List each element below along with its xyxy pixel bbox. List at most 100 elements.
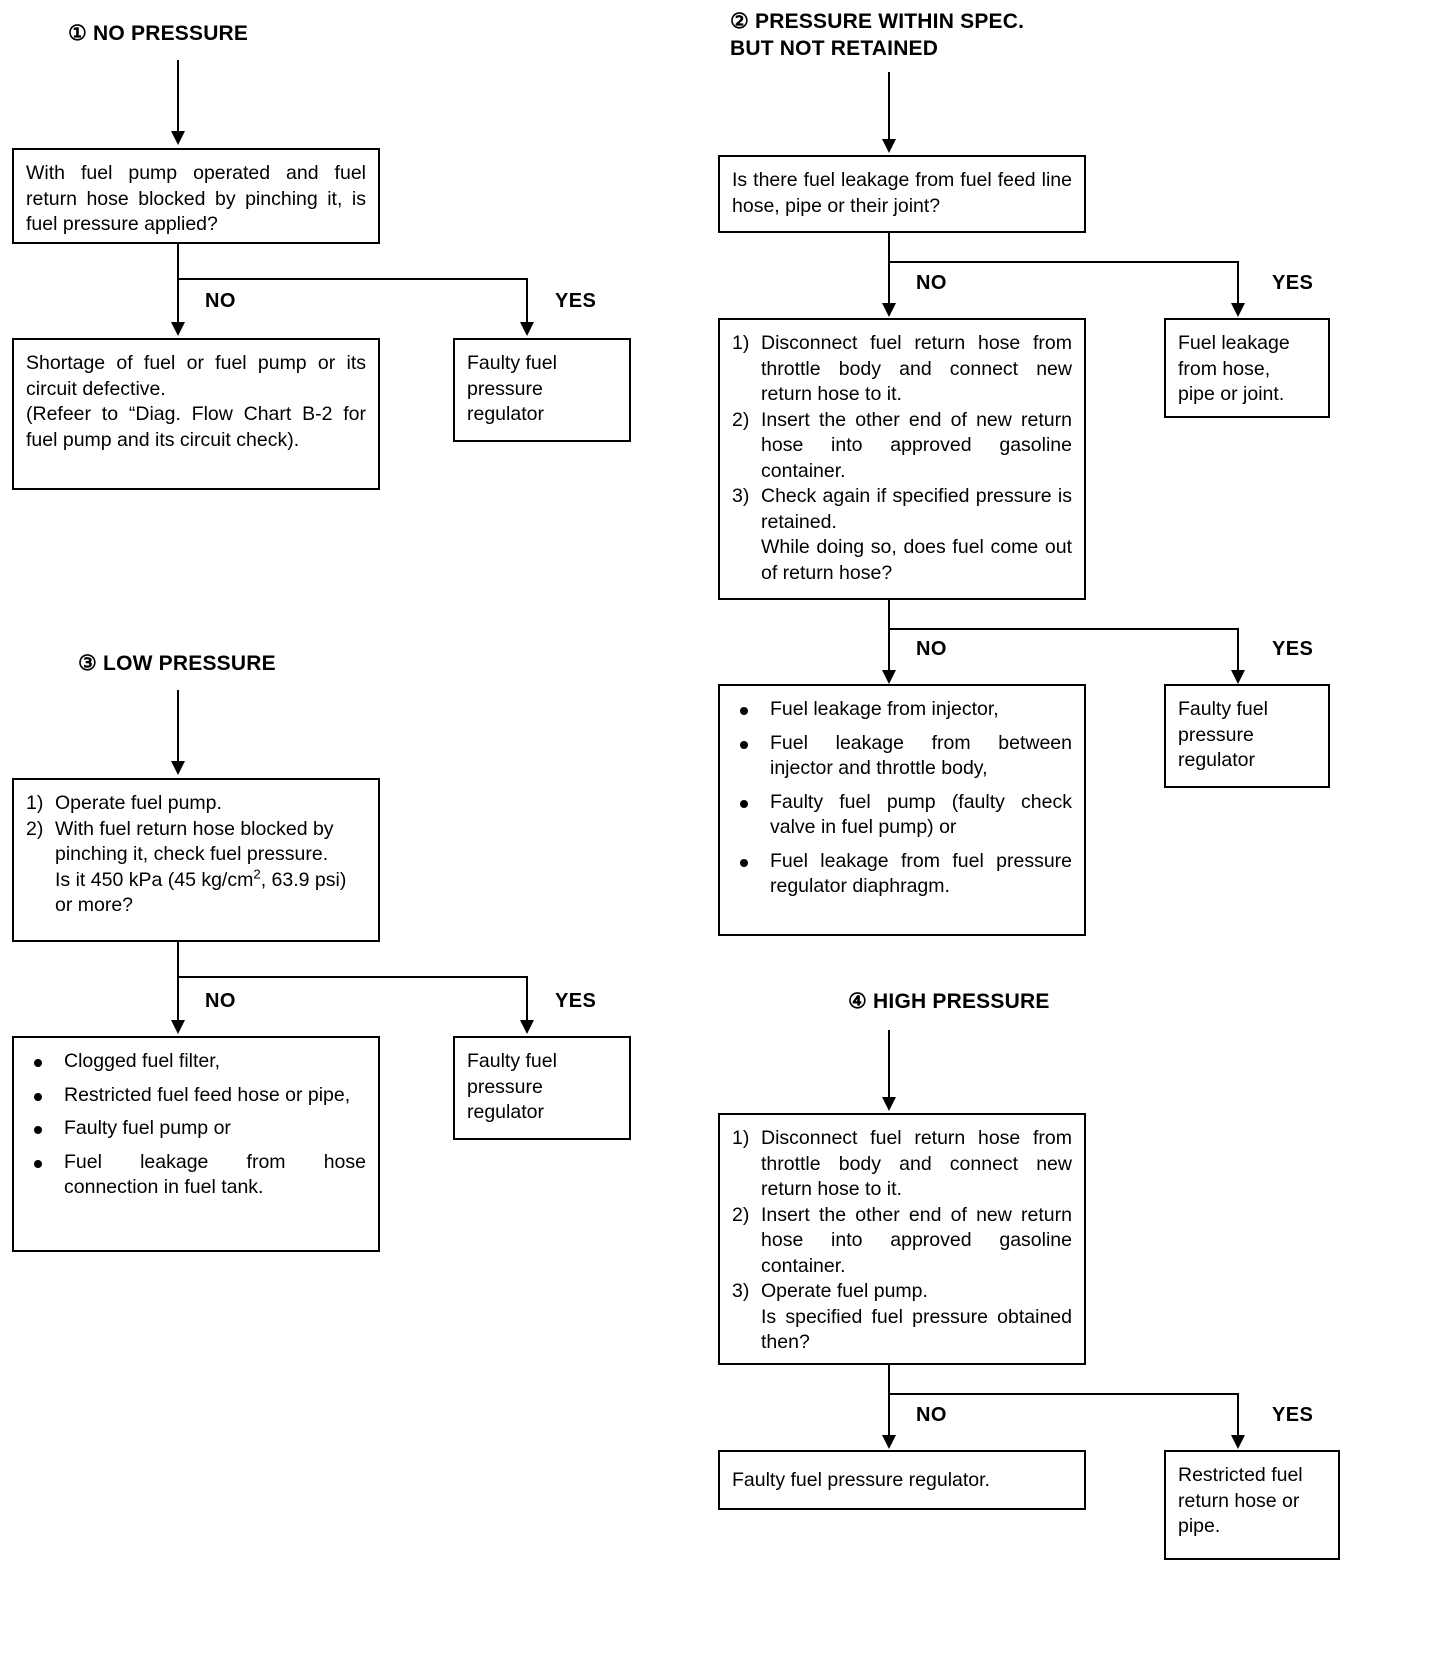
box-s2-no-result: Fuel leakage from injector, Fuel leakage… — [718, 684, 1086, 936]
box-s2-question: Is there fuel leakage from fuel feed lin… — [718, 155, 1086, 233]
list-item-text: Fuel leakage from hose connection in fue… — [64, 1150, 366, 1199]
box-s4-yes-result: Restricted fuel return hose or pipe. — [1164, 1450, 1340, 1560]
branch-label-s2b-no: NO — [916, 638, 947, 660]
box-s2-question-text: Is there fuel leakage from fuel feed lin… — [732, 169, 1072, 217]
section-heading-no-pressure: ① NO PRESSURE — [68, 22, 249, 45]
box-s1-question: With fuel pump operated and fuel return … — [12, 148, 380, 244]
step-number: 1) — [732, 332, 750, 354]
list-item: 1) Operate fuel pump. — [26, 791, 366, 817]
list-item: Faulty fuel pump or — [26, 1116, 366, 1142]
bullet-icon — [34, 1059, 42, 1067]
list-item-text: Faulty fuel pump (faulty check valve in … — [770, 790, 1072, 839]
box-s1-question-text: With fuel pump operated and fuel return … — [26, 162, 366, 235]
step-number: 3) — [732, 485, 750, 507]
step-number: 2) — [26, 817, 44, 840]
connector-s4-stem — [888, 1365, 890, 1395]
pressure-spec-exponent: 2 — [253, 866, 261, 881]
box-s4-no-result: Faulty fuel pressure regulator. — [718, 1450, 1086, 1510]
box-s3-yes-result: Faulty fuel pressure regulator — [453, 1036, 631, 1140]
branch-label-s2-yes: YES — [1272, 272, 1314, 294]
step-number: 1) — [26, 792, 44, 814]
connector-s3-stem — [177, 942, 179, 978]
bullet-icon — [34, 1126, 42, 1134]
arrowhead-s1-yes — [520, 322, 534, 336]
list-item: 3) Operate fuel pump. Is specified fuel … — [732, 1279, 1072, 1356]
step-number: 2) — [732, 408, 750, 431]
list-item: Fuel leakage from fuel pressure regulato… — [732, 849, 1072, 900]
arrowhead-s4-head — [882, 1097, 896, 1111]
box-s2-result-yes-text: Faulty fuel pressure regulator — [1178, 698, 1268, 771]
connector-s2b-no-leg — [888, 628, 890, 676]
s2-step-list: 1) Disconnect fuel return hose from thro… — [732, 331, 1072, 586]
list-item: Fuel leakage from injector, — [732, 697, 1072, 723]
branch-label-s4-yes: YES — [1272, 1404, 1314, 1426]
connector-s3-head-to-box — [177, 690, 179, 766]
box-s2-result-yes: Faulty fuel pressure regulator — [1164, 684, 1330, 788]
connector-s3-branch-bar — [177, 976, 528, 978]
step-text: Disconnect fuel return hose from throttl… — [761, 332, 1072, 405]
box-s3-no-result: Clogged fuel filter, Restricted fuel fee… — [12, 1036, 380, 1252]
box-s4-steps: 1) Disconnect fuel return hose from thro… — [718, 1113, 1086, 1365]
arrowhead-s2-yes — [1231, 303, 1245, 317]
list-item: Faulty fuel pump (faulty check valve in … — [732, 790, 1072, 841]
list-item-text: Fuel leakage from injector, — [770, 698, 999, 720]
step-continuation: Is it 450 kPa (45 kg/cm2, 63.9 psi) or m… — [55, 866, 366, 919]
branch-label-s1-no: NO — [205, 290, 236, 312]
arrowhead-s2-head — [882, 139, 896, 153]
connector-s1-no-leg — [177, 278, 179, 328]
branch-label-s3-no: NO — [205, 990, 236, 1012]
arrowhead-s4-yes — [1231, 1435, 1245, 1449]
arrowhead-s2b-yes — [1231, 670, 1245, 684]
connector-s1-yes-leg — [526, 278, 528, 328]
list-item: 2) Insert the other end of new return ho… — [732, 408, 1072, 485]
box-s1-no-result: Shortage of fuel or fuel pump or its cir… — [12, 338, 380, 490]
connector-s2b-yes-leg — [1237, 628, 1239, 676]
step-text: Disconnect fuel return hose from throttl… — [761, 1127, 1072, 1200]
step-continuation: Is specified fuel pressure obtained then… — [761, 1305, 1072, 1354]
list-item: 2) Insert the other end of new return ho… — [732, 1203, 1072, 1280]
box-s2-yes-result: Fuel leakage from hose, pipe or joint. — [1164, 318, 1330, 418]
connector-s1-branch-bar — [177, 278, 528, 280]
section-heading-low-pressure: ③ LOW PRESSURE — [78, 652, 276, 675]
arrowhead-s1-head — [171, 131, 185, 145]
connector-s1-head-to-box — [177, 60, 179, 136]
connector-s2b-branch-bar — [888, 628, 1239, 630]
list-item-text: Faulty fuel pump or — [64, 1117, 231, 1139]
pressure-spec-prefix: Is it 450 kPa (45 kg/cm — [55, 868, 254, 891]
connector-s2b-stem — [888, 600, 890, 630]
step-text: Operate fuel pump. — [55, 792, 222, 814]
s3-cause-list: Clogged fuel filter, Restricted fuel fee… — [26, 1049, 366, 1201]
list-item: 1) Disconnect fuel return hose from thro… — [732, 1126, 1072, 1203]
list-item: 2) With fuel return hose blocked by pinc… — [26, 817, 366, 919]
arrowhead-s2b-no — [882, 670, 896, 684]
step-number: 3) — [732, 1280, 750, 1302]
arrowhead-s3-no — [171, 1020, 185, 1034]
step-text: With fuel return hose blocked by pinchin… — [55, 817, 334, 866]
connector-s1-stem — [177, 244, 179, 280]
list-item: Restricted fuel feed hose or pipe, — [26, 1083, 366, 1109]
list-item: Clogged fuel filter, — [26, 1049, 366, 1075]
box-s4-no-result-text: Faulty fuel pressure regulator. — [732, 1469, 990, 1491]
box-s2-steps: 1) Disconnect fuel return hose from thro… — [718, 318, 1086, 600]
connector-s4-head-to-box — [888, 1030, 890, 1102]
box-s3-steps: 1) Operate fuel pump. 2) With fuel retur… — [12, 778, 380, 942]
step-text: Insert the other end of new return hose … — [761, 1203, 1072, 1277]
list-item: Fuel leakage from hose connection in fue… — [26, 1150, 366, 1201]
branch-label-s4-no: NO — [916, 1404, 947, 1426]
arrowhead-s3-yes — [520, 1020, 534, 1034]
step-text: Insert the other end of new return hose … — [761, 408, 1072, 482]
box-s1-yes-result-text: Faulty fuel pressure regulator — [467, 352, 557, 425]
arrowhead-s2-no — [882, 303, 896, 317]
branch-label-s2-no: NO — [916, 272, 947, 294]
bullet-icon — [740, 707, 748, 715]
bullet-icon — [740, 740, 748, 749]
branch-label-s3-yes: YES — [555, 990, 597, 1012]
connector-s3-no-leg — [177, 976, 179, 1026]
arrowhead-s3-head — [171, 761, 185, 775]
connector-s2-yes-leg — [1237, 261, 1239, 309]
arrowhead-s4-no — [882, 1435, 896, 1449]
connector-s2-stem — [888, 233, 890, 263]
box-s1-no-result-text: Shortage of fuel or fuel pump or its cir… — [26, 352, 366, 451]
s2-cause-list: Fuel leakage from injector, Fuel leakage… — [732, 697, 1072, 900]
